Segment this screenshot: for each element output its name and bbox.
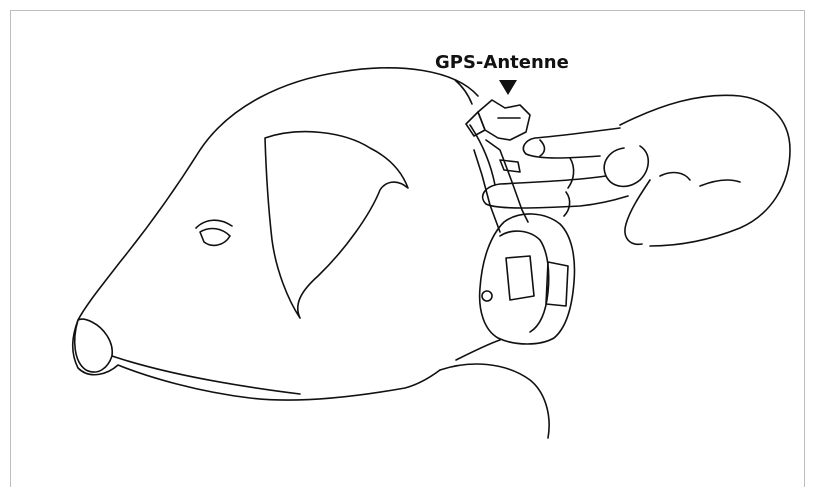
wrist-line	[700, 180, 740, 186]
knuckle-2	[564, 192, 570, 216]
middle-finger	[483, 176, 628, 208]
gps-unit-body	[480, 214, 575, 344]
dog-nose	[75, 319, 113, 372]
dog-ear	[265, 132, 408, 318]
down-triangle-icon	[499, 80, 517, 95]
collar-underside	[456, 340, 500, 360]
gps-unit-clip	[506, 256, 534, 300]
dog-neck-line	[440, 364, 549, 438]
strap-slot	[500, 160, 520, 172]
collar-strap	[474, 140, 528, 232]
power-button-icon	[482, 291, 492, 301]
dog-mouth	[112, 356, 300, 394]
ring-finger	[625, 180, 650, 244]
gps-antenna	[478, 100, 530, 140]
index-finger	[523, 128, 620, 158]
hand-thumb	[604, 146, 648, 186]
knuckle-1	[568, 158, 574, 188]
dog-head	[73, 68, 549, 438]
knuckle-3	[660, 173, 690, 180]
hand-back	[620, 95, 790, 246]
dog-head-outline	[73, 68, 478, 400]
dog-eye	[200, 229, 230, 246]
gps-collar	[456, 100, 574, 360]
finger-tip	[540, 140, 545, 156]
dog-eyebrow	[196, 220, 232, 228]
gps-antenna-label: GPS-Antenne	[435, 52, 569, 73]
gps-unit-face	[500, 231, 549, 332]
